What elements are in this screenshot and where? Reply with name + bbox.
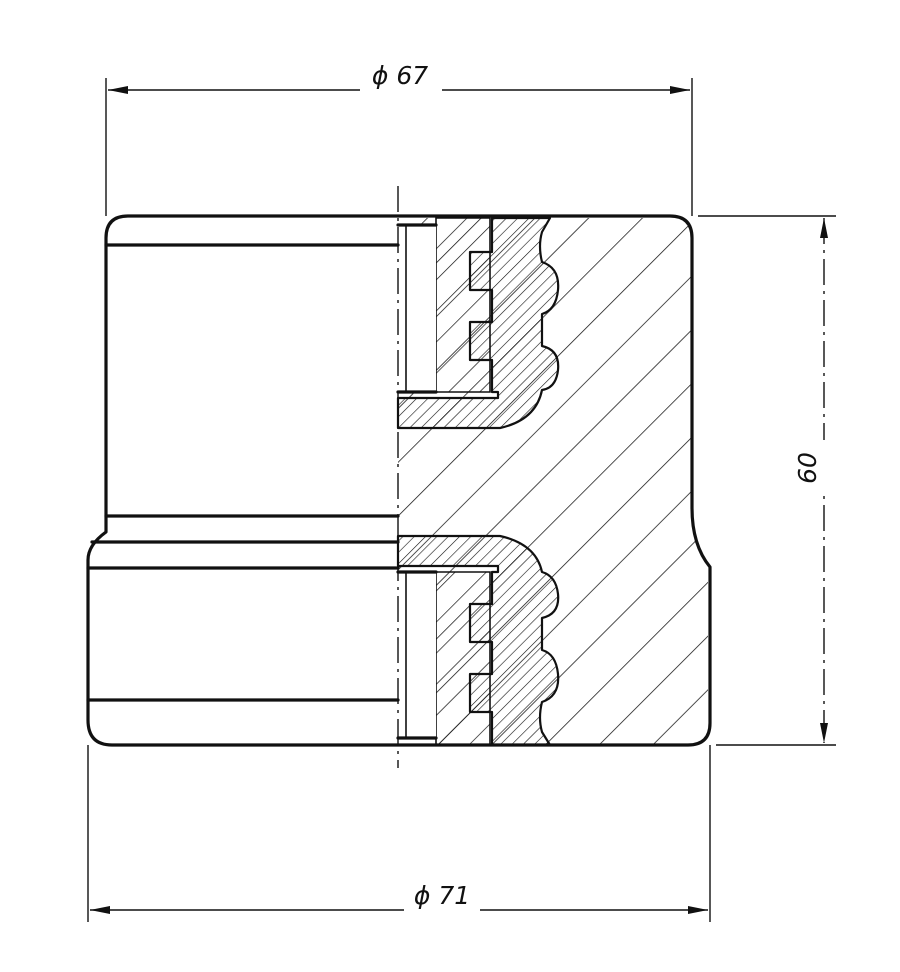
- height-label: 60: [793, 452, 822, 484]
- body-outline: [86, 214, 712, 747]
- lower-bore-gap: [398, 572, 436, 738]
- bottom-diameter-label: ϕ 71: [414, 881, 470, 910]
- upper-metal-fitting: [396, 216, 560, 430]
- upper-bore-gap: [398, 225, 436, 392]
- top-dim-text-mask: [360, 62, 442, 98]
- height-dim-text-mask: [808, 440, 840, 496]
- upper-inner-sleeve: [435, 217, 491, 393]
- lower-inner-sleeve: [435, 571, 491, 746]
- top-diameter-label: ϕ 67: [372, 61, 428, 90]
- lower-metal-fitting: [396, 534, 560, 747]
- bottom-dim-text-mask: [404, 880, 480, 916]
